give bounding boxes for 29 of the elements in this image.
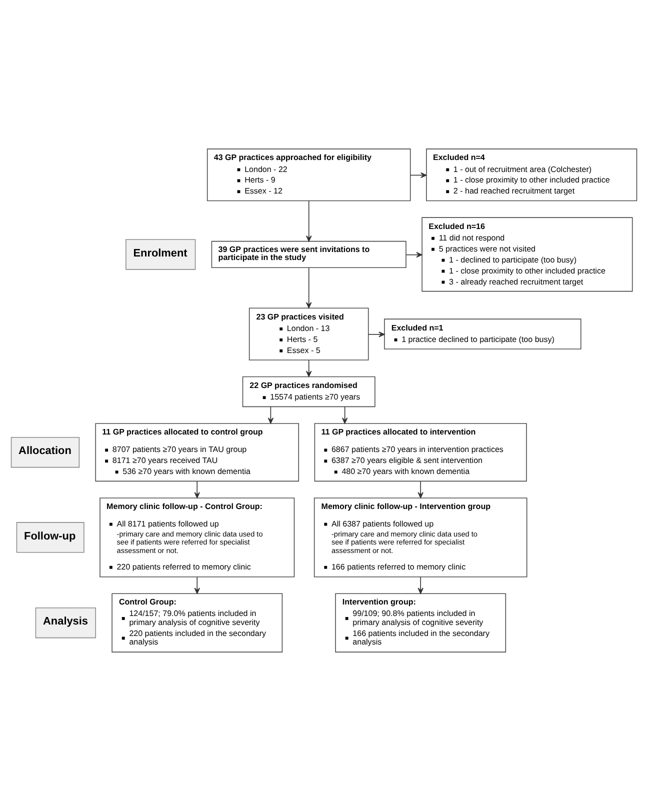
node-box: 11 GP practices allocated to control group 8707 patients ≥70 years in TAU group 8171 ≥70 years received TAU 536 ≥70 years with known dementia bbox=[95, 422, 300, 482]
node-box: Excluded n=1 1 practice declined to participate (too busy) bbox=[384, 318, 582, 349]
arrow bbox=[306, 200, 312, 242]
node-box: Enrolment bbox=[126, 238, 196, 270]
node-box: Analysis bbox=[35, 607, 96, 638]
arrow bbox=[306, 359, 312, 376]
arrow bbox=[368, 331, 385, 337]
node-box: 22 GP practices randomised 15574 patients ≥70 years bbox=[242, 376, 376, 407]
arrow bbox=[418, 576, 424, 594]
arrow bbox=[306, 267, 312, 308]
arrow bbox=[406, 251, 422, 258]
arrow bbox=[194, 576, 200, 594]
arrow bbox=[194, 480, 200, 498]
node-box: Control Group: 124/157; 79.0% patients included in primary analysis of cognitive severity 220 patients included in the secondary analysis bbox=[112, 592, 283, 652]
node-box: Excluded n=16 11 did not respond 5 practices were not visited 1 - declined to participate (too busy) 1 - close proximity to other included practice 3 - already reached recruitment target bbox=[422, 216, 633, 292]
node-box: 39 GP practices were sent invitations to participate in the study bbox=[211, 240, 406, 268]
node-box: Memory clinic follow-up - Intervention group All 6387 patients followed up -primary care and memory clinic data used to see if patients were referred for specialist assessment or not. 166 patients referred to memory clinic bbox=[314, 497, 528, 577]
node-box: 23 GP practices visited London - 13 Herts - 5 Essex - 5 bbox=[248, 307, 369, 360]
node-box: Excluded n=4 1 - out of recruitment area (Colchester) 1 - close proximity to other included practice 2 - had reached recruitment target bbox=[426, 148, 638, 201]
arrow bbox=[410, 172, 427, 178]
arrow bbox=[342, 406, 348, 424]
node-box: Follow-up bbox=[16, 522, 84, 552]
node-box: 43 GP practices approached for eligibility London - 22 Herts - 9 Essex - 12 bbox=[206, 148, 411, 201]
arrow bbox=[268, 406, 274, 424]
node-box: Allocation bbox=[10, 436, 80, 468]
node-box: 11 GP practices allocated to intervention 6867 patients ≥70 years in intervention practices 6387 ≥70 years eligible & sent intervention 480 ≥70 years with known dementia bbox=[314, 422, 527, 482]
node-box: Memory clinic follow-up - Control Group: All 8171 patients followed up -primary care and memory clinic data used to see if patients were referred for specialist assessment or not. 220 patients referred to memory clinic bbox=[100, 497, 295, 577]
arrow bbox=[418, 480, 424, 498]
node-box: Intervention group: 99/109; 90.8% patients included in primary analysis of cognitive severity 166 patients included in the secondary analysis bbox=[335, 592, 506, 652]
